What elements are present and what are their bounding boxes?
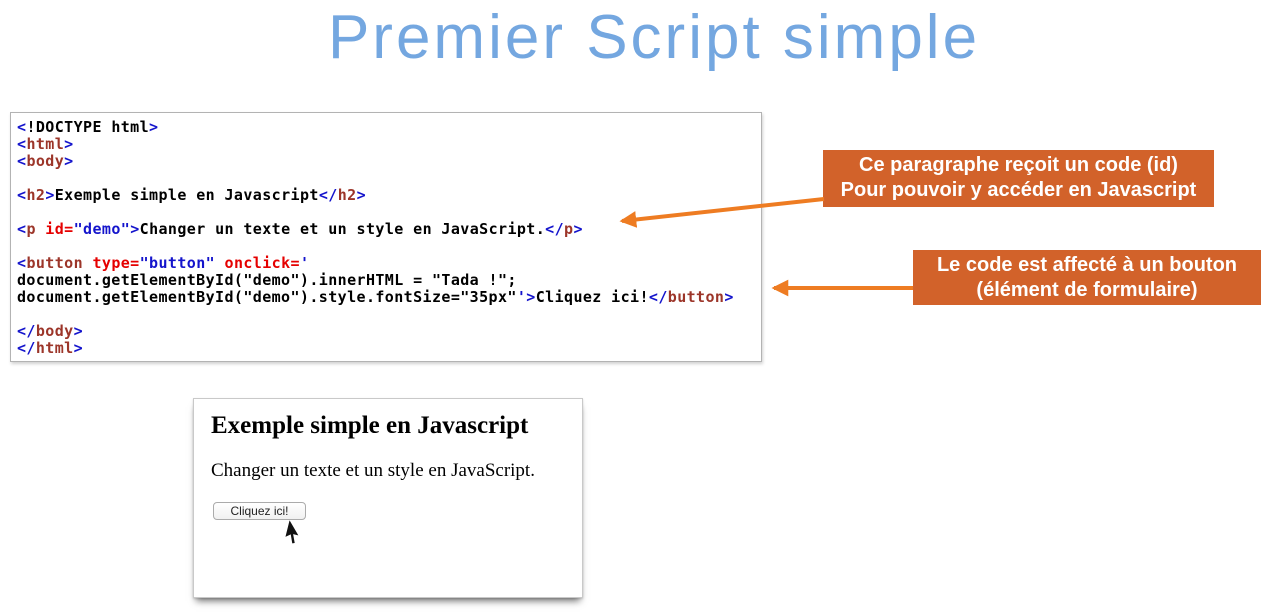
- code-line: <h2>Exemple simple en Javascript</h2>: [17, 187, 761, 204]
- code-line: [17, 238, 761, 255]
- code-token: body: [35, 322, 74, 340]
- code-token: <: [17, 152, 27, 170]
- code-token: onclick=: [215, 254, 300, 272]
- code-token: >: [73, 322, 84, 340]
- code-token: type=: [83, 254, 140, 272]
- page-title: Premier Script simple: [327, 3, 981, 72]
- callout-line: Pour pouvoir y accéder en Javascript: [840, 179, 1197, 201]
- code-line: document.getElementById("demo").style.fo…: [17, 289, 761, 306]
- preview-paragraph: Changer un texte et un style en JavaScri…: [211, 460, 535, 481]
- code-token: !DOCTYPE html: [26, 118, 150, 136]
- code-token: p: [564, 220, 574, 238]
- code-line: [17, 306, 761, 323]
- code-token: "button": [139, 254, 216, 272]
- code-line: <button type="button" onclick=': [17, 255, 761, 272]
- code-token: >: [64, 135, 74, 153]
- code-token: <: [17, 186, 27, 204]
- callout-button-code: Le code est affecté à un bouton (élément…: [913, 250, 1261, 305]
- code-token: >: [526, 288, 536, 306]
- browser-preview-card: Exemple simple en Javascript Changer un …: [193, 398, 583, 598]
- code-line: [17, 170, 761, 187]
- cliquez-ici-button[interactable]: Cliquez ici!: [213, 502, 306, 520]
- code-token: </: [17, 339, 36, 357]
- code-token: button: [26, 254, 84, 272]
- code-token: <: [17, 118, 27, 136]
- code-token: Cliquez ici!: [535, 288, 649, 306]
- code-token: >: [149, 118, 159, 136]
- code-token: >: [73, 339, 84, 357]
- code-token: body: [26, 152, 65, 170]
- code-token: ': [299, 254, 310, 272]
- code-token: html: [35, 339, 74, 357]
- code-token: >: [64, 152, 74, 170]
- code-line: <html>: [17, 136, 761, 153]
- callout-line: Le code est affecté à un bouton: [936, 254, 1238, 276]
- code-token: </: [545, 220, 565, 238]
- code-line: <p id="demo">Changer un texte et un styl…: [17, 221, 761, 238]
- code-token: ': [516, 288, 527, 306]
- code-line: <!DOCTYPE html>: [17, 119, 761, 136]
- code-token: </: [318, 186, 338, 204]
- code-token: >: [724, 288, 734, 306]
- callout-line: (élément de formulaire): [976, 279, 1198, 301]
- code-token: button: [667, 288, 725, 306]
- code-token: >: [45, 186, 55, 204]
- code-line: document.getElementById("demo").innerHTM…: [17, 272, 761, 289]
- code-token: document.getElementById("demo").innerHTM…: [17, 271, 517, 289]
- code-line: </body>: [17, 323, 761, 340]
- code-line: </html>: [17, 340, 761, 357]
- code-token: Changer un texte et un style en JavaScri…: [139, 220, 546, 238]
- code-token: document.getElementById("demo").style.fo…: [17, 288, 517, 306]
- code-token: h2: [26, 186, 46, 204]
- code-token: </: [17, 322, 36, 340]
- code-token: Exemple simple en Javascript: [54, 186, 319, 204]
- code-line: <body>: [17, 153, 761, 170]
- code-token: h2: [337, 186, 357, 204]
- code-token: p: [26, 220, 36, 238]
- code-token: <: [17, 135, 27, 153]
- code-token: >: [573, 220, 583, 238]
- code-token: <: [17, 220, 27, 238]
- code-block: <!DOCTYPE html><html><body> <h2>Exemple …: [10, 112, 762, 362]
- code-token: </: [648, 288, 668, 306]
- code-token: >: [356, 186, 366, 204]
- callout-paragraph-id: Ce paragraphe reçoit un code (id) Pour p…: [823, 150, 1214, 207]
- preview-heading: Exemple simple en Javascript: [211, 412, 529, 439]
- code-token: "demo": [73, 220, 131, 238]
- code-token: <: [17, 254, 27, 272]
- code-token: html: [26, 135, 65, 153]
- code-token: >: [130, 220, 140, 238]
- code-line: [17, 204, 761, 221]
- arrow-cursor-icon: [283, 520, 301, 545]
- code-token: id=: [35, 220, 74, 238]
- callout-line: Ce paragraphe reçoit un code (id): [859, 154, 1178, 176]
